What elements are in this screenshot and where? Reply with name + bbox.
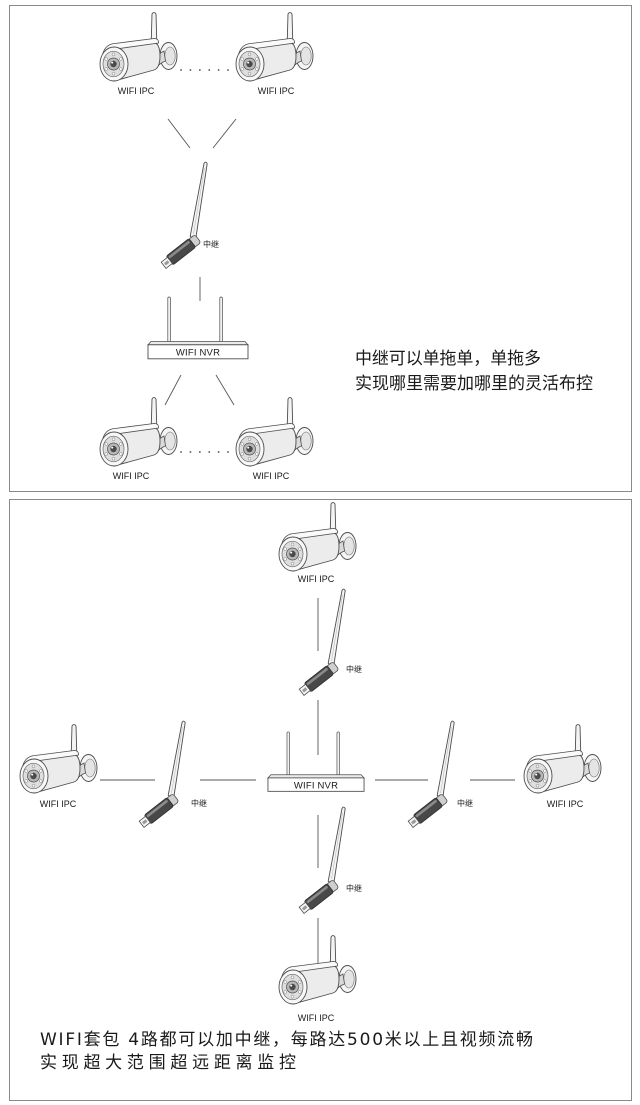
caption: WIFI套包 4路都可以加中继，每路达500米以上且视频流畅 实现超大范围超远距…	[40, 1030, 533, 1073]
nvr-label: WIFI NVR	[294, 781, 338, 792]
branch-down: 中继 WIFI IPC	[278, 806, 362, 1023]
nvr-node: WIFI NVR	[267, 731, 365, 792]
camera-label: WIFI IPC	[113, 471, 150, 481]
caption-line: 中继可以单拖单，单拖多	[355, 349, 541, 369]
panel-top-border	[9, 5, 632, 492]
wifi-repeater-icon	[297, 806, 346, 916]
repeater-label: 中继	[203, 239, 219, 249]
wifi-repeater-icon	[137, 720, 186, 830]
nvr-node: WIFI NVR	[147, 296, 249, 360]
caption-line: 实现超大范围超远距离监控	[40, 1053, 296, 1073]
panel-top: WIFI IPC WIFI IPC 中继 WIFI NVR WIFI IPC	[9, 5, 632, 492]
camera-label: WIFI IPC	[253, 471, 290, 481]
branch-up: WIFI IPC 中继	[278, 501, 362, 755]
camera-label: WIFI IPC	[298, 1013, 335, 1023]
wifi-ipc-camera-icon	[278, 501, 357, 572]
branch-left: WIFI IPC 中继	[19, 720, 256, 830]
caption-line: 实现哪里需要加哪里的灵活布控	[355, 374, 593, 394]
caption-line: WIFI套包 4路都可以加中继，每路达500米以上且视频流畅	[40, 1030, 533, 1050]
connection-line	[212, 118, 237, 149]
repeater-node: 中继	[159, 161, 219, 271]
wifi-repeater-icon	[297, 588, 346, 698]
panel-bottom-border	[9, 499, 632, 1101]
camera-node: WIFI IPC	[99, 11, 178, 96]
wifi-ipc-camera-icon	[19, 723, 98, 794]
camera-label: WIFI IPC	[547, 799, 584, 809]
connection-line	[215, 374, 235, 406]
connection-line	[167, 118, 191, 149]
camera-label: WIFI IPC	[258, 86, 295, 96]
wifi-repeater-icon	[406, 720, 455, 830]
branch-right: 中继 WIFI IPC	[375, 720, 602, 830]
connection-line	[164, 374, 182, 406]
camera-node: WIFI IPC	[99, 396, 178, 481]
repeater-label: 中继	[346, 883, 362, 893]
camera-node: WIFI IPC	[235, 11, 314, 96]
repeater-label: 中继	[346, 664, 362, 674]
wifi-ipc-camera-icon	[278, 934, 357, 1005]
panel-bottom: WIFI IPC 中继 WIFI NVR WIFI IPC 中继 中继	[9, 499, 632, 1101]
camera-node: WIFI IPC	[235, 396, 314, 481]
nvr-label: WIFI NVR	[176, 348, 220, 359]
caption: 中继可以单拖单，单拖多 实现哪里需要加哪里的灵活布控	[355, 349, 593, 394]
repeater-label: 中继	[457, 798, 473, 808]
wifi-repeater-icon	[159, 161, 208, 271]
wifi-ipc-camera-icon	[235, 11, 314, 82]
camera-label: WIFI IPC	[298, 574, 335, 584]
camera-label: WIFI IPC	[118, 86, 155, 96]
wifi-ipc-camera-icon	[99, 396, 178, 467]
repeater-label: 中继	[191, 798, 207, 808]
wifi-ipc-camera-icon	[523, 723, 602, 794]
camera-label: WIFI IPC	[40, 799, 77, 809]
wifi-ipc-camera-icon	[99, 11, 178, 82]
wifi-ipc-camera-icon	[235, 396, 314, 467]
